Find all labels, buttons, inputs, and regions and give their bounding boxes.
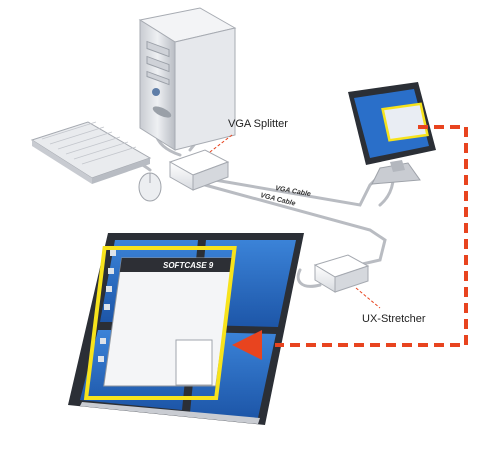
stretcher-box-icon [313,254,370,293]
mouse-icon [138,172,162,202]
arrow-icon [232,330,262,360]
video-wall-icon: SOFTCASE 9 [68,233,304,425]
highlight-frame [83,246,237,400]
vga-splitter-label: VGA Splitter [228,118,288,130]
app-title: SOFTCASE 9 [163,261,214,270]
keyboard-icon [30,121,152,184]
ux-stretcher-label: UX-Stretcher [362,313,426,325]
lcd-monitor-icon [348,82,436,185]
signal-path [275,125,468,347]
splitter-box-icon [168,149,230,191]
stretcher-leader [355,287,381,309]
pc-tower-icon [138,7,237,151]
